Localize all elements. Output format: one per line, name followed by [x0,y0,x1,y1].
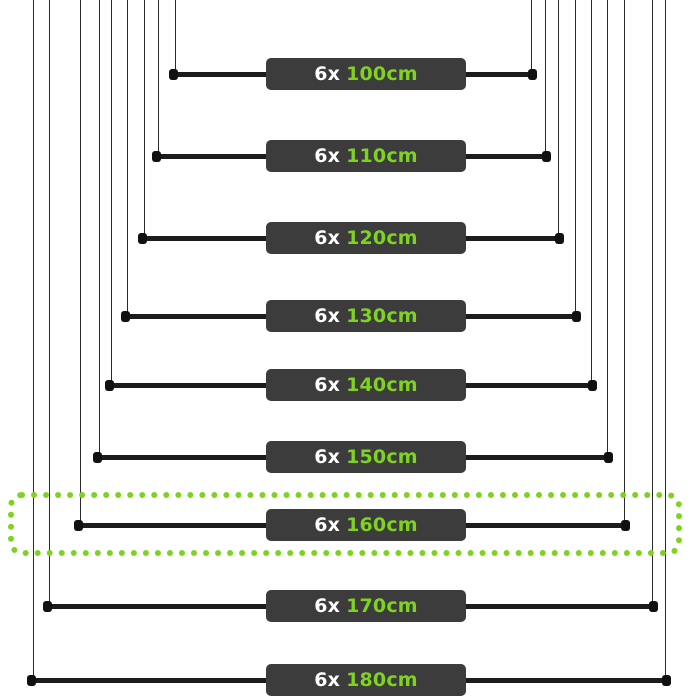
rod-end-cap-right [649,601,658,612]
rod-bar [172,72,534,77]
rod-end-cap-right [604,452,613,463]
suspension-wire-right [531,0,532,74]
rod-end-cap-right [588,380,597,391]
rod-size-label: 6x 180cm [266,664,466,696]
suspension-wire-right [607,0,608,457]
rod-size-label: 6x 140cm [266,369,466,401]
suspension-wire-right [558,0,559,238]
rod-quantity: 6x [314,227,341,249]
rod-quantity: 6x [314,374,341,396]
rod-bar [108,383,594,388]
rod-end-cap-left [105,380,114,391]
rod-bar [141,236,561,241]
rod-length: 170cm [346,595,418,617]
rod-end-cap-right [542,151,551,162]
rod-quantity: 6x [314,446,341,468]
suspension-wire-left [99,0,100,457]
suspension-wire-left [111,0,112,385]
rod-end-cap-right [555,233,564,244]
rod-bar [124,314,578,319]
suspension-wire-left [175,0,176,74]
rod-end-cap-left [138,233,147,244]
rod-size-label: 6x 130cm [266,300,466,332]
rod-size-label: 6x 170cm [266,590,466,622]
rod-bar [46,604,655,609]
rod-length: 180cm [346,669,418,691]
rod-length: 150cm [346,446,418,468]
rod-length: 100cm [346,63,418,85]
suspension-wire-left [158,0,159,156]
rod-end-cap-left [43,601,52,612]
rod-end-cap-left [27,675,36,686]
rod-length: 120cm [346,227,418,249]
rod-size-label: 6x 150cm [266,441,466,473]
suspension-wire-left [127,0,128,316]
suspension-wire-left [80,0,81,525]
rod-quantity: 6x [314,305,341,327]
highlight-dotted-frame [8,492,682,556]
suspension-wire-right [665,0,666,680]
suspension-wire-right [545,0,546,156]
rod-size-label: 6x 100cm [266,58,466,90]
rod-bar [155,154,548,159]
rod-end-cap-left [121,311,130,322]
rod-length: 140cm [346,374,418,396]
rod-length: 130cm [346,305,418,327]
rod-bar [30,678,668,683]
suspension-wire-right [624,0,625,525]
rod-quantity: 6x [314,669,341,691]
rod-end-cap-right [572,311,581,322]
suspension-wire-left [144,0,145,238]
rod-end-cap-left [93,452,102,463]
rod-quantity: 6x [314,595,341,617]
rod-end-cap-right [662,675,671,686]
rod-end-cap-left [152,151,161,162]
suspension-wire-right [591,0,592,385]
suspension-wire-left [33,0,34,680]
rod-quantity: 6x [314,63,341,85]
rod-bar [96,455,610,460]
rod-end-cap-left [169,69,178,80]
rod-length: 110cm [346,145,418,167]
rod-quantity: 6x [314,145,341,167]
rod-size-label: 6x 120cm [266,222,466,254]
suspension-wire-right [575,0,576,316]
rod-size-label: 6x 110cm [266,140,466,172]
rod-end-cap-right [528,69,537,80]
